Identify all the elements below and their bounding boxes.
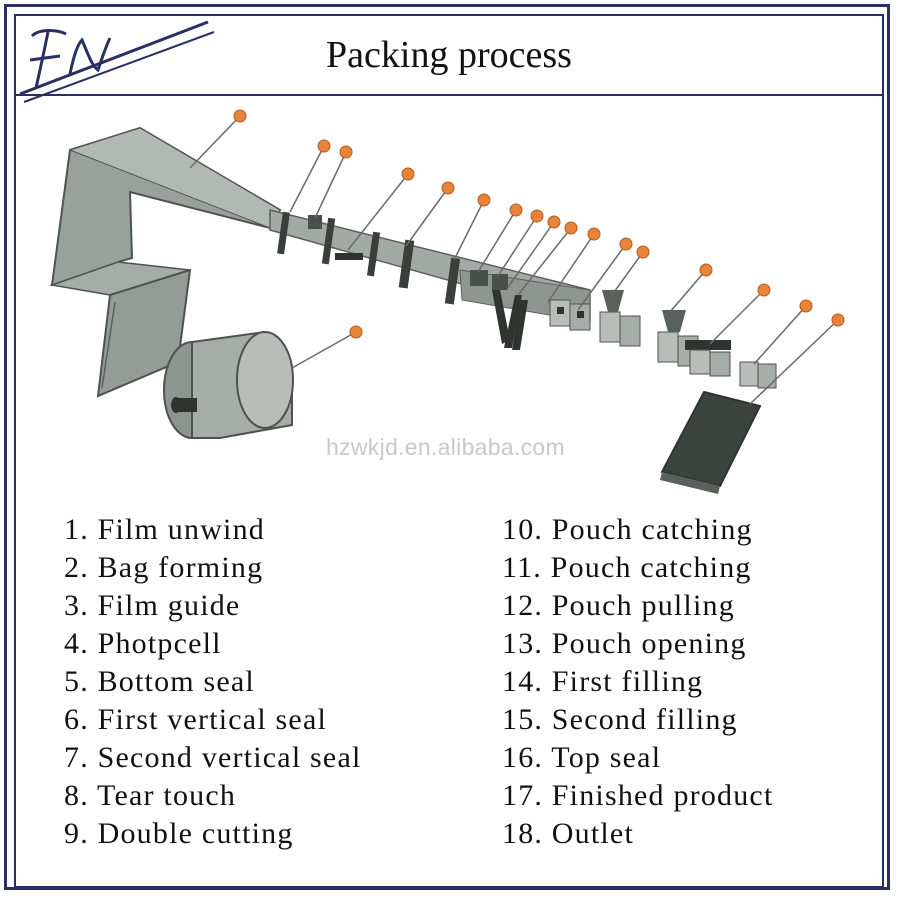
step-item: 1. Film unwind [64, 513, 265, 546]
logo [19, 20, 215, 103]
step-item: 4. Photpcell [64, 627, 222, 660]
step-marker [339, 145, 353, 159]
cutting-blades [492, 290, 528, 350]
step-item: 11. Pouch catching [502, 551, 752, 584]
header: Packing process [16, 16, 882, 96]
step-marker [547, 215, 561, 229]
outlet-chute [660, 390, 762, 494]
step-marker [401, 167, 415, 181]
step-marker [799, 299, 813, 313]
step-marker [477, 193, 491, 207]
step-marker [699, 263, 713, 277]
inner-frame [14, 14, 884, 888]
step-marker [587, 227, 601, 241]
sealing-stations [277, 211, 508, 305]
marker-leaders [189, 115, 839, 405]
watermark: hzwkjd.en.alibaba.com [326, 434, 565, 460]
film-roll [163, 330, 294, 439]
step-item: 8. Tear touch [64, 779, 237, 812]
step-marker [619, 237, 633, 251]
bag-former-sheet [49, 126, 282, 398]
step-item: 14. First filling [502, 665, 704, 698]
machine-diagram [49, 109, 845, 494]
step-marker [317, 139, 331, 153]
step-marker [441, 181, 455, 195]
step-item: 2. Bag forming [64, 551, 264, 584]
step-item: 5. Bottom seal [64, 665, 255, 698]
step-item: 7. Second vertical seal [64, 741, 362, 774]
step-marker [757, 283, 771, 297]
step-marker [530, 209, 544, 223]
step-item: 3. Film guide [64, 589, 241, 622]
page-title: Packing process [326, 34, 572, 76]
step-item: 9. Double cutting [64, 817, 294, 850]
step-item: 15. Second filling [502, 703, 738, 736]
step-item: 18. Outlet [502, 817, 634, 850]
step-marker [564, 221, 578, 235]
step-item: 10. Pouch catching [502, 513, 753, 546]
step-marker [233, 109, 247, 123]
step-list-right: 10. Pouch catching 11. Pouch catching 12… [502, 511, 774, 853]
step-markers [233, 109, 845, 339]
step-marker [636, 245, 650, 259]
step-marker [509, 203, 523, 217]
step-item: 6. First vertical seal [64, 703, 328, 736]
step-marker [349, 325, 363, 339]
step-item: 12. Pouch pulling [502, 589, 735, 622]
step-item: 17. Finished product [502, 779, 774, 812]
step-list-left: 1. Film unwind 2. Bag forming 3. Film gu… [64, 511, 362, 853]
pouch-stations [549, 290, 777, 389]
step-item: 13. Pouch opening [502, 627, 747, 660]
step-item: 16. Top seal [502, 741, 662, 774]
outer-frame [4, 4, 890, 890]
step-marker [831, 313, 845, 327]
